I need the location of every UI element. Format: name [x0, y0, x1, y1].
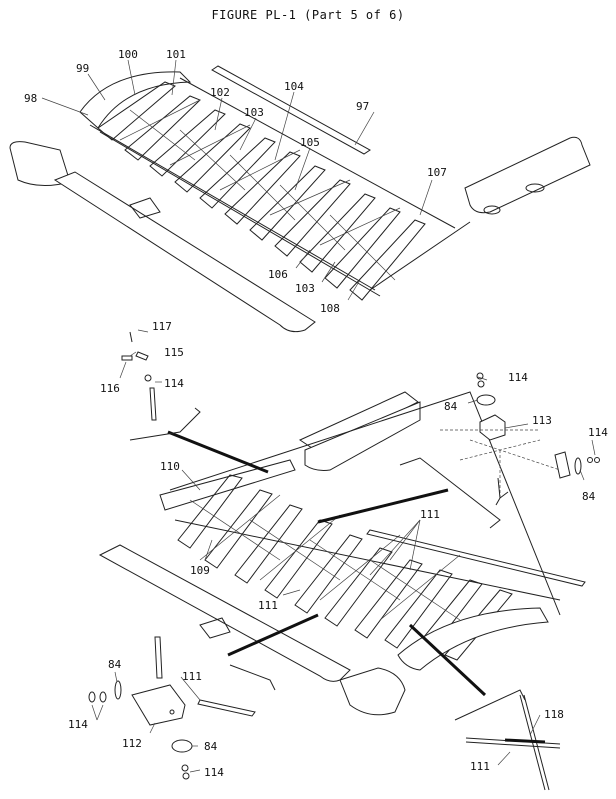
side-plate [554, 451, 571, 479]
callout-112: 112 [122, 737, 142, 750]
callout-117: 117 [152, 320, 172, 333]
callout-111-lower: 111 [182, 670, 202, 683]
callout-99: 99 [76, 62, 89, 75]
callout-114-bottom: 114 [204, 766, 224, 779]
aileron-tip [9, 141, 71, 186]
leading-edge-strip [211, 65, 371, 155]
callout-84-lower-left: 84 [108, 658, 122, 671]
callout-116: 116 [100, 382, 120, 395]
bolt [149, 387, 157, 421]
upper-wing-assembly [9, 65, 591, 333]
lower-wing-ribs [177, 474, 513, 661]
washer-84-lower [171, 739, 193, 753]
fitting-block-112 [131, 684, 186, 726]
callout-115: 115 [164, 346, 184, 359]
callout-114-right: 114 [588, 426, 608, 439]
callout-118: 118 [544, 708, 564, 721]
clevis-pin-116 [121, 355, 133, 361]
lower-wing-assembly [98, 391, 586, 721]
leader-lines [41, 59, 596, 773]
callout-114-upper-left: 114 [164, 377, 184, 390]
callout-84-lower: 84 [204, 740, 218, 753]
flying-wires [167, 430, 487, 697]
wing-tip-bow [79, 71, 192, 129]
fitting-hardware-left [121, 331, 157, 421]
callout-111-center: 111 [420, 508, 440, 521]
flap-panel [464, 136, 591, 214]
callout-103-lower: 103 [295, 282, 315, 295]
figure-title: FIGURE PL-1 (Part 5 of 6) [211, 8, 405, 22]
lower-aileron [98, 544, 351, 682]
dashed-assembly-guides [440, 429, 561, 500]
callout-101: 101 [166, 48, 186, 61]
drag-bracing-wires [119, 99, 401, 281]
callout-108: 108 [320, 302, 340, 315]
strut-fitting-118 [465, 694, 561, 791]
trailing-edge-aileron [53, 171, 316, 333]
callout-107: 107 [427, 166, 447, 179]
callout-100: 100 [118, 48, 138, 61]
wing-ribs [97, 81, 426, 301]
front-spar [179, 77, 456, 229]
bolt-111 [154, 636, 163, 679]
callout-105: 105 [300, 136, 320, 149]
fitting-hardware-right [440, 372, 600, 506]
callout-110: 110 [160, 460, 180, 473]
callout-114-upper-right: 114 [508, 371, 528, 384]
callout-106: 106 [268, 268, 288, 281]
callout-104: 104 [284, 80, 304, 93]
callout-114-lower-left: 114 [68, 718, 88, 731]
callout-97: 97 [356, 100, 369, 113]
fitting-block-113 [479, 414, 506, 441]
lower-wing-tip [397, 607, 549, 671]
callout-102: 102 [210, 86, 230, 99]
cotter-pin-117 [129, 331, 133, 343]
washer-84 [476, 394, 496, 406]
callout-109: 109 [190, 564, 210, 577]
callout-98: 98 [24, 92, 37, 105]
callout-84-right: 84 [582, 490, 596, 503]
callout-111-left: 111 [258, 599, 278, 612]
callout-111-bottom: 111 [470, 760, 490, 773]
lower-bracing-wires [189, 494, 461, 621]
callout-labels: 97 98 99 100 101 102 103 104 105 106 103… [24, 48, 608, 779]
callout-113: 113 [532, 414, 552, 427]
callout-84-upper: 84 [444, 400, 458, 413]
washer-115 [135, 351, 149, 361]
callout-103-upper: 103 [244, 106, 264, 119]
